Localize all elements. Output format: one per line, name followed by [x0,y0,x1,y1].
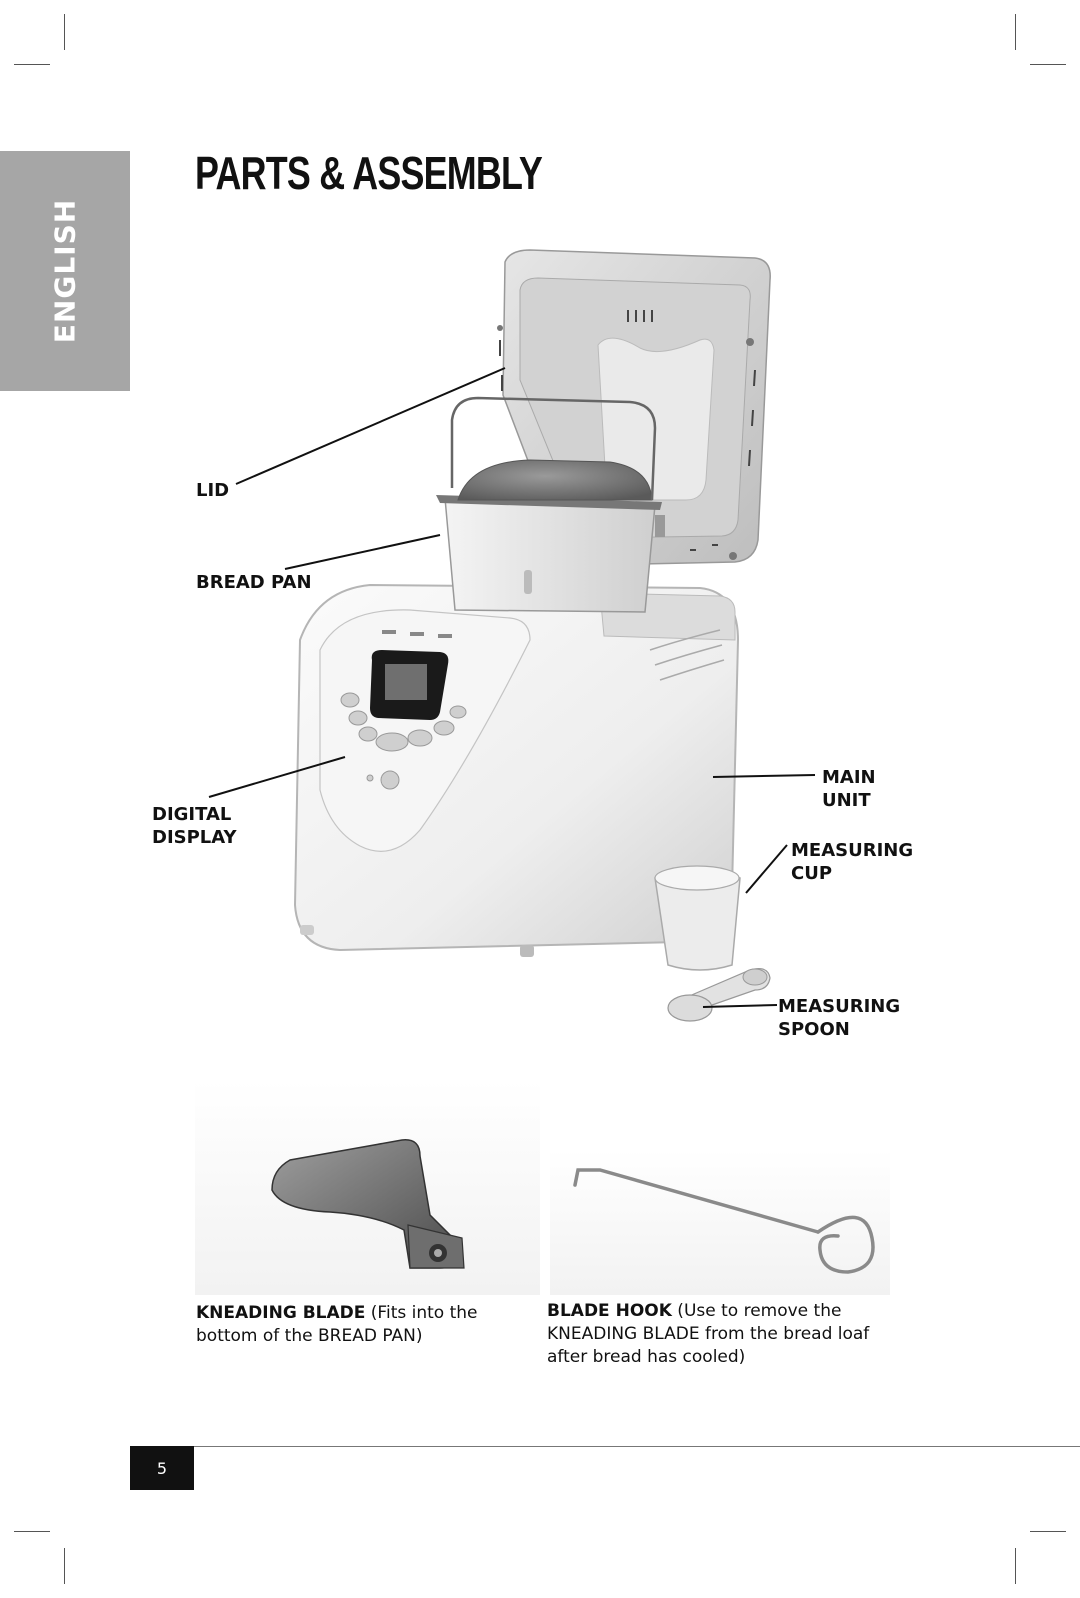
crop-mark [1030,64,1066,65]
page-number: 5 [130,1446,194,1490]
caption-blade-hook: BLADE HOOK (Use to remove the KNEADING B… [547,1300,887,1369]
label-main-unit-line1: MAIN [822,767,876,788]
kneading-blade-graphic [195,1080,540,1295]
language-tab: ENGLISH [0,151,130,391]
caption-blade-hook-text: (Use to remove the KNEADING BLADE from t… [547,1301,870,1367]
label-digital-display: DIGITAL DISPLAY [152,803,237,849]
crop-mark [14,1531,50,1532]
label-measuring-spoon: MEASURING SPOON [778,995,900,1041]
label-measuring-cup-line1: MEASURING [791,840,914,861]
label-measuring-cup: MEASURING CUP [791,839,913,885]
caption-blade-hook-title: BLADE HOOK [547,1301,672,1321]
leader-lines [208,367,816,1008]
label-measuring-cup-line2: CUP [791,863,833,884]
measuring-cup-graphic [654,865,741,971]
label-digital-display-line1: DIGITAL [152,804,232,825]
caption-kneading-blade: KNEADING BLADE (Fits into the bottom of … [196,1302,526,1348]
blade-hook-graphic [550,1150,890,1295]
control-panel-graphic [340,630,467,790]
crop-mark [64,1548,65,1584]
bread-pan-graphic [436,396,665,613]
label-main-unit-line2: UNIT [822,790,871,811]
caption-kneading-blade-text: (Fits into the bottom of the BREAD PAN) [196,1303,478,1346]
label-digital-display-line2: DISPLAY [152,827,237,848]
crop-mark [1015,1548,1016,1584]
footer-rule [130,1446,1080,1447]
crop-mark [64,14,65,50]
label-measuring-spoon-line2: SPOON [778,1019,850,1040]
crop-mark [1030,1531,1066,1532]
label-measuring-spoon-line1: MEASURING [778,996,901,1017]
crop-mark [1015,14,1016,50]
measuring-spoon-graphic [667,968,771,1022]
label-main-unit: MAIN UNIT [822,766,876,812]
crop-mark [14,64,50,65]
label-bread-pan: BREAD PAN [196,572,312,593]
label-lid: LID [196,480,230,501]
caption-kneading-blade-title: KNEADING BLADE [196,1303,366,1323]
page-title: PARTS & ASSEMBLY [195,147,543,199]
